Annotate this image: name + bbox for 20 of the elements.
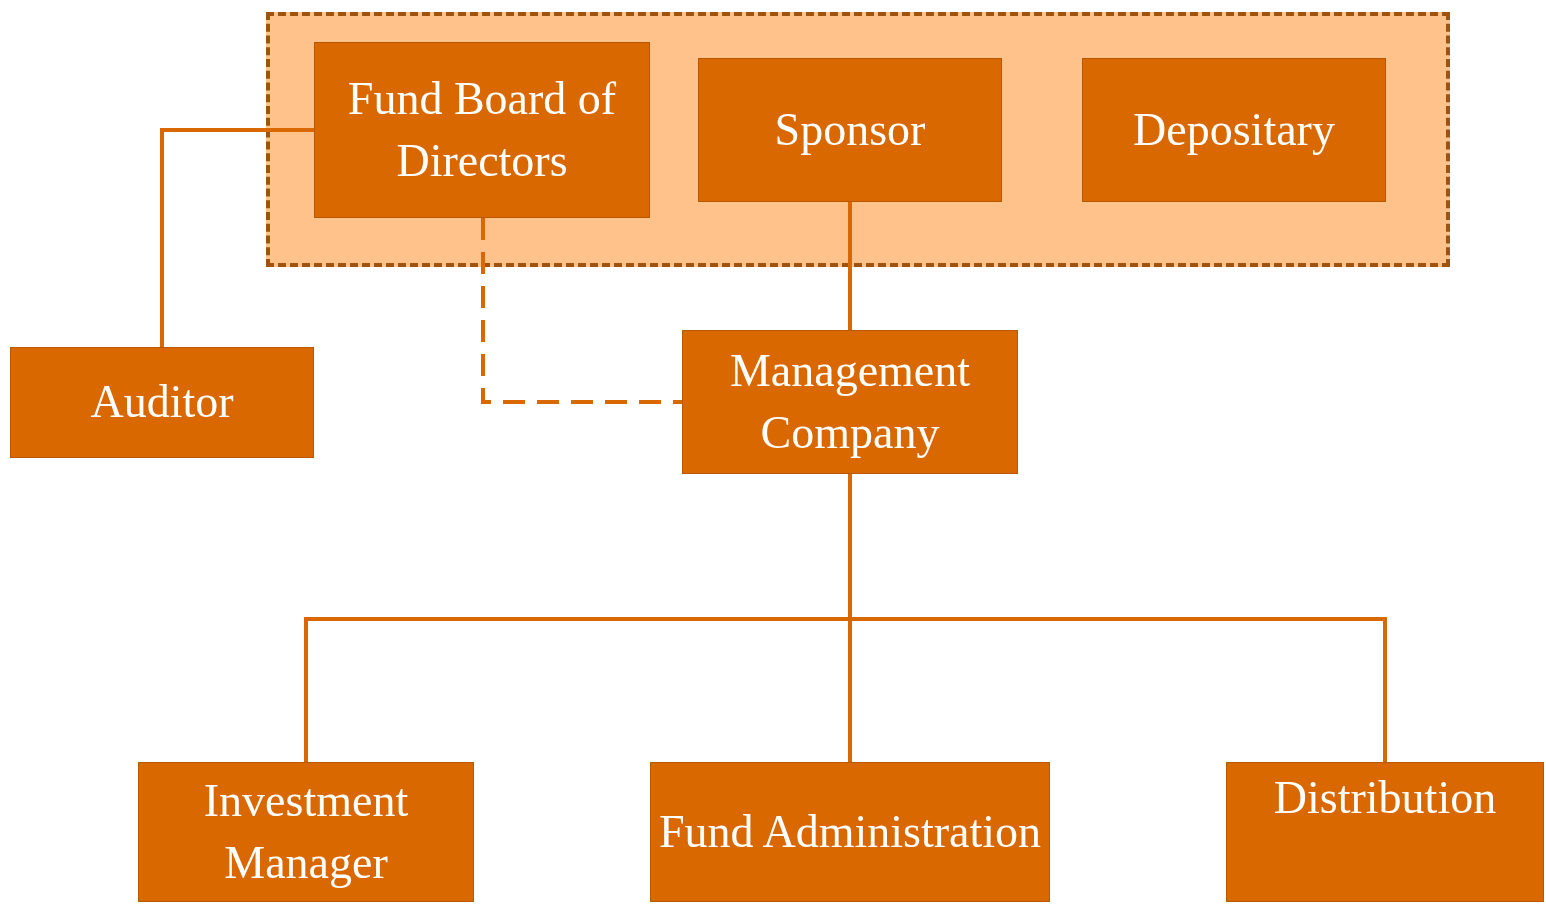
org-box xyxy=(698,58,1002,202)
connector-line xyxy=(848,202,852,330)
box-label: Distribution xyxy=(1273,771,1497,825)
org-box xyxy=(682,330,1018,474)
org-box xyxy=(138,762,474,902)
org-box xyxy=(314,42,650,218)
box-label: Depositary xyxy=(1133,102,1335,157)
dashed-connector xyxy=(481,218,682,404)
box-label: Auditor xyxy=(90,375,234,430)
box-label: Sponsor xyxy=(774,102,926,157)
connector-line xyxy=(160,128,314,347)
org-box xyxy=(10,347,314,458)
box-label: Management Company xyxy=(728,343,972,460)
box-label: Fund Administration xyxy=(658,804,1042,859)
box-label: Investment Manager xyxy=(202,773,410,890)
org-box xyxy=(1082,58,1386,202)
box-label: Fund Board of Directors xyxy=(346,71,618,188)
org-box xyxy=(650,762,1050,902)
dashed-group-box xyxy=(266,12,1450,267)
org-box xyxy=(1226,762,1544,902)
